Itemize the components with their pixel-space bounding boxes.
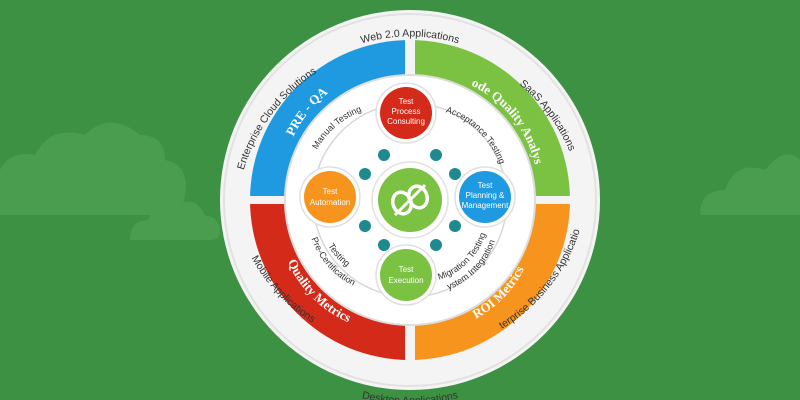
chain-link-icon bbox=[390, 183, 430, 217]
dot-ring bbox=[359, 149, 461, 251]
cloud-icon bbox=[700, 154, 800, 215]
ring-dot bbox=[430, 149, 442, 161]
node-right-line3: Management bbox=[462, 201, 509, 210]
node-test-execution: Test Execution bbox=[375, 244, 437, 306]
node-right-line2: Planning & bbox=[466, 191, 505, 200]
node-test-process-consulting: Test Process Consulting bbox=[375, 82, 437, 144]
cloud-icon bbox=[0, 122, 186, 215]
node-top-line1: Test bbox=[399, 97, 414, 106]
ring-dot bbox=[378, 239, 390, 251]
node-top-line2: Process bbox=[392, 107, 421, 116]
node-bottom-line1: Test bbox=[399, 265, 414, 274]
node-top-line3: Consulting bbox=[387, 117, 425, 126]
node-test-planning-management: Test Planning & Management bbox=[454, 166, 516, 228]
ring-dot bbox=[378, 149, 390, 161]
cloud-icon bbox=[130, 201, 221, 240]
ring-dot bbox=[359, 220, 371, 232]
ring-dot bbox=[449, 220, 461, 232]
node-test-automation: Test Automation bbox=[299, 166, 361, 228]
node-right-line1: Test bbox=[478, 181, 493, 190]
ring-dot bbox=[430, 239, 442, 251]
ring-dot bbox=[359, 168, 371, 180]
node-left-line1: Test bbox=[323, 187, 338, 196]
label-desktop: Desktop Applications bbox=[361, 389, 459, 400]
node-bottom-line2: Execution bbox=[388, 276, 423, 285]
ring-dot bbox=[449, 168, 461, 180]
node-left-line2: Automation bbox=[310, 198, 350, 207]
